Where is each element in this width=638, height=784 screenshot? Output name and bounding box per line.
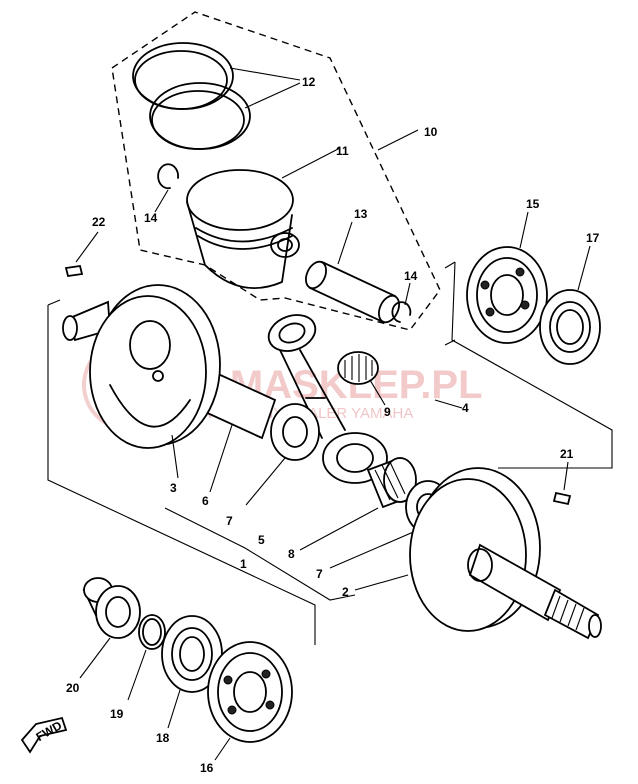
label-6: 6 — [202, 494, 209, 508]
piston-pin — [305, 260, 400, 324]
part-labels: 1 2 3 4 5 6 7 7 8 9 10 11 12 13 14 14 15… — [66, 75, 600, 775]
label-14a: 14 — [144, 211, 158, 225]
bearing-right — [466, 246, 548, 344]
label-11: 11 — [336, 144, 349, 158]
label-7a: 7 — [226, 514, 233, 528]
piston-group-border — [111, 11, 441, 331]
fwd-arrow-icon: FWD — [20, 716, 68, 754]
label-5: 5 — [258, 533, 265, 547]
label-13: 13 — [354, 207, 368, 221]
label-17: 17 — [586, 231, 600, 245]
bearing-left — [207, 641, 293, 743]
small-end-bearing — [337, 351, 379, 385]
label-22: 22 — [92, 215, 106, 229]
left-crank-wheel — [62, 284, 221, 449]
bracket-right-group — [451, 261, 613, 469]
label-20: 20 — [66, 681, 80, 695]
label-19: 19 — [110, 707, 124, 721]
label-2: 2 — [342, 585, 349, 599]
big-end-bearing — [366, 456, 417, 509]
label-4: 4 — [462, 401, 469, 415]
label-8: 8 — [288, 547, 295, 561]
right-crank-wheel — [409, 467, 602, 640]
circlip-lower — [391, 301, 412, 323]
label-15: 15 — [526, 197, 540, 211]
oil-seal-right — [539, 289, 601, 365]
label-1: 1 — [240, 557, 247, 571]
label-9: 9 — [384, 405, 391, 419]
woodruff-key-right — [552, 491, 572, 506]
label-12: 12 — [302, 75, 316, 89]
bracket-left-group — [47, 305, 316, 645]
label-7b: 7 — [316, 567, 323, 581]
label-16: 16 — [200, 761, 214, 775]
piston — [186, 169, 300, 289]
circlip-upper — [157, 163, 179, 190]
piston-rings — [132, 42, 251, 150]
bushing — [82, 577, 141, 639]
label-18: 18 — [156, 731, 170, 745]
label-3: 3 — [170, 481, 177, 495]
label-14b: 14 — [404, 269, 418, 283]
thrust-washer-left — [270, 403, 320, 461]
label-21: 21 — [560, 447, 574, 461]
o-ring — [138, 614, 166, 650]
label-10: 10 — [424, 125, 438, 139]
oil-seal-left — [161, 615, 223, 693]
woodruff-key-left — [64, 264, 84, 278]
